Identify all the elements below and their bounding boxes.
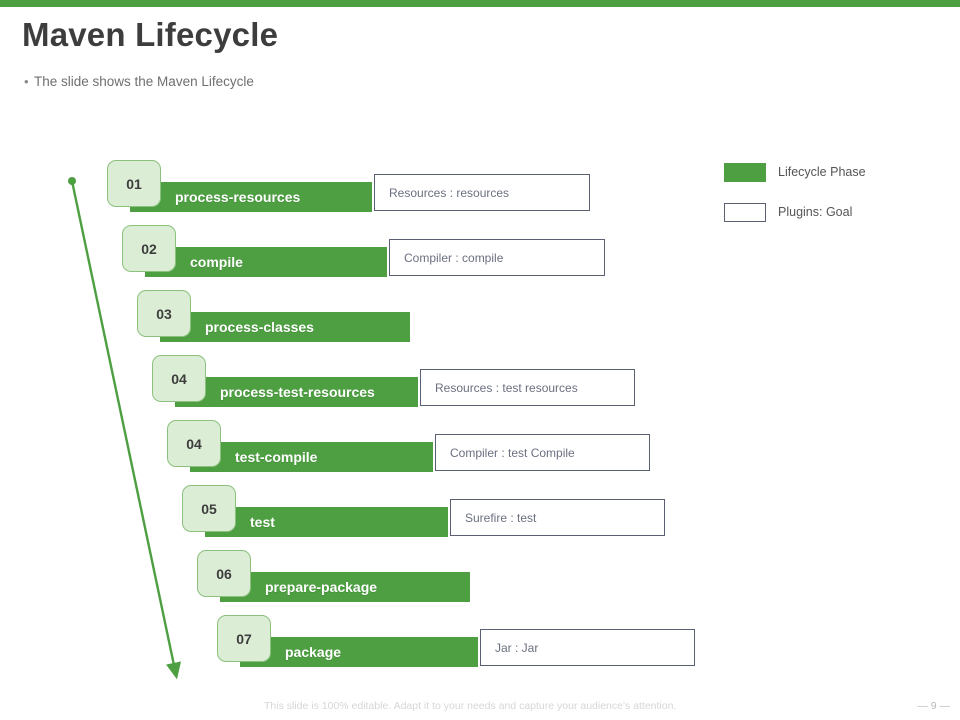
lifecycle-phase-bar[interactable]: process-test-resources: [175, 377, 418, 407]
lifecycle-phase-label: compile: [190, 254, 243, 270]
slide-subtitle-text: The slide shows the Maven Lifecycle: [34, 74, 254, 89]
lifecycle-phase-label: test: [250, 514, 275, 530]
plugin-goal-label: Resources : resources: [389, 185, 510, 200]
top-accent-stripe: [0, 0, 960, 7]
plugin-goal-label: Jar : Jar: [495, 640, 539, 655]
step-number-badge[interactable]: 03: [137, 290, 191, 337]
page-title: Maven Lifecycle: [22, 16, 279, 53]
step-number-badge[interactable]: 01: [107, 160, 161, 207]
lifecycle-phase-bar[interactable]: prepare-package: [220, 572, 470, 602]
legend-label: Lifecycle Phase: [778, 165, 866, 179]
lifecycle-phase-bar[interactable]: process-resources: [130, 182, 372, 212]
step-number-label: 05: [201, 500, 217, 517]
plugin-goal-label: Resources : test resources: [435, 380, 578, 395]
lifecycle-phase-label: package: [285, 644, 342, 660]
lifecycle-phase-label: process-test-resources: [220, 384, 375, 400]
page-number: — 9 —: [917, 700, 950, 712]
step-number-label: 04: [186, 435, 202, 452]
step-number-label: 04: [171, 370, 187, 387]
lifecycle-phase-bar[interactable]: package: [240, 637, 478, 667]
legend-swatch-plugin-icon: [724, 202, 766, 222]
legend-item: Plugins: Goal: [724, 202, 954, 222]
plugin-goal-box[interactable]: Compiler : compile: [389, 239, 605, 276]
lifecycle-phase-label: process-classes: [205, 319, 314, 335]
step-number-badge[interactable]: 04: [152, 355, 206, 402]
slide-subtitle-bullet: • The slide shows the Maven Lifecycle: [24, 74, 254, 89]
plugin-goal-box[interactable]: Resources : test resources: [420, 369, 635, 406]
plugin-goal-label: Compiler : compile: [404, 250, 504, 265]
lifecycle-phase-bar[interactable]: test: [205, 507, 448, 537]
step-number-label: 06: [216, 565, 232, 582]
step-number-label: 03: [156, 305, 172, 322]
step-number-label: 07: [236, 630, 252, 647]
legend-swatch-phase-icon: [724, 162, 766, 182]
step-number-badge[interactable]: 06: [197, 550, 251, 597]
step-number-badge[interactable]: 02: [122, 225, 176, 272]
legend-item: Lifecycle Phase: [724, 162, 954, 182]
step-number-label: 02: [141, 240, 157, 257]
lifecycle-phase-bar[interactable]: test-compile: [190, 442, 433, 472]
lifecycle-phase-bar[interactable]: process-classes: [160, 312, 410, 342]
arrow-start-dot: [68, 177, 76, 185]
plugin-goal-box[interactable]: Surefire : test: [450, 499, 665, 536]
lifecycle-phase-label: test-compile: [235, 449, 318, 465]
plugin-goal-label: Compiler : test Compile: [450, 445, 575, 460]
step-number-label: 01: [126, 175, 142, 192]
plugin-goal-label: Surefire : test: [465, 510, 537, 525]
step-number-badge[interactable]: 07: [217, 615, 271, 662]
footer-note: This slide is 100% editable. Adapt it to…: [264, 700, 677, 712]
lifecycle-phase-label: prepare-package: [265, 579, 378, 595]
legend-label: Plugins: Goal: [778, 205, 853, 219]
plugin-goal-box[interactable]: Jar : Jar: [480, 629, 695, 666]
bullet-point-icon: •: [24, 74, 29, 89]
step-number-badge[interactable]: 05: [182, 485, 236, 532]
step-number-badge[interactable]: 04: [167, 420, 221, 467]
lifecycle-phase-bar[interactable]: compile: [145, 247, 387, 277]
lifecycle-phase-label: process-resources: [175, 189, 301, 205]
plugin-goal-box[interactable]: Resources : resources: [374, 174, 590, 211]
plugin-goal-box[interactable]: Compiler : test Compile: [435, 434, 650, 471]
